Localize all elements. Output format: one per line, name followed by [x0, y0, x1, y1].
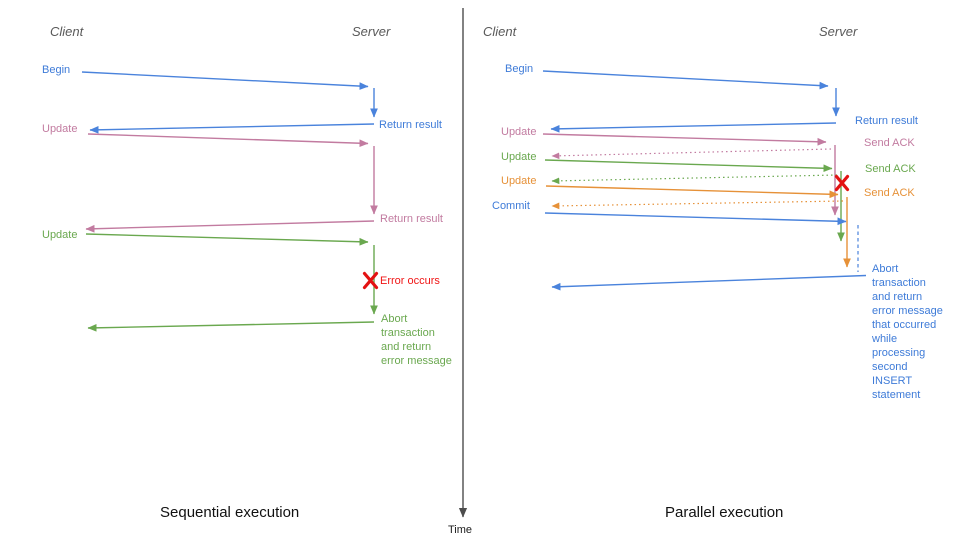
par-commit-label: Commit: [492, 200, 530, 212]
par-update-3-request-arrow: [545, 185, 839, 199]
seq-return-result-1-arrow: [89, 123, 375, 134]
seq-abort-message-label: Abort transaction and return error messa…: [381, 313, 452, 367]
par-abort-message-label: Abort transaction and return error messa…: [872, 263, 943, 401]
par-send-ack-3-arrow: [551, 200, 844, 210]
par-abort-return-arrow: [551, 274, 867, 291]
seq-begin-label: Begin: [42, 64, 71, 76]
par-begin-label: Begin: [505, 63, 534, 75]
par-update-2-label: Update: [501, 151, 537, 163]
par-server-header: Server: [819, 24, 858, 39]
par-title: Parallel execution: [665, 504, 784, 521]
seq-error-x-icon: [362, 271, 379, 290]
par-return-result-arrow: [550, 122, 837, 133]
seq-update-1-request-arrow: [87, 133, 369, 148]
par-send-ack-1-label: Send ACK: [864, 137, 915, 149]
time-axis-label: Time: [448, 524, 473, 536]
seq-return-result-2-label: Return result: [380, 213, 443, 225]
seq-update-2-request-arrow: [85, 233, 369, 246]
par-return-result-label: Return result: [855, 115, 918, 127]
par-update-3-label: Update: [501, 175, 537, 187]
par-send-ack-2-label: Send ACK: [865, 163, 916, 175]
par-update-1-request-arrow: [542, 133, 827, 146]
seq-title: Sequential execution: [160, 504, 300, 521]
seq-update-2-label: Update: [42, 229, 78, 241]
seq-return-result-1-label: Return result: [379, 119, 442, 131]
seq-error-occurs-label: Error occurs: [380, 275, 440, 287]
par-update-1-label: Update: [501, 126, 537, 138]
par-send-ack-3-label: Send ACK: [864, 187, 915, 199]
par-client-header: Client: [483, 24, 517, 39]
par-begin-request-arrow: [542, 70, 829, 90]
par-send-ack-2-arrow: [551, 174, 838, 185]
par-send-ack-1-arrow: [551, 148, 832, 160]
seq-client-header: Client: [50, 24, 84, 39]
par-commit-request-arrow: [544, 212, 847, 226]
par-error-x-icon: [834, 174, 850, 192]
seq-abort-return-arrow: [87, 321, 375, 332]
seq-begin-request-arrow: [81, 71, 369, 90]
seq-update-1-label: Update: [42, 123, 78, 135]
seq-return-result-2-arrow: [85, 220, 375, 233]
seq-server-header: Server: [352, 24, 391, 39]
par-update-2-request-arrow: [544, 159, 833, 173]
